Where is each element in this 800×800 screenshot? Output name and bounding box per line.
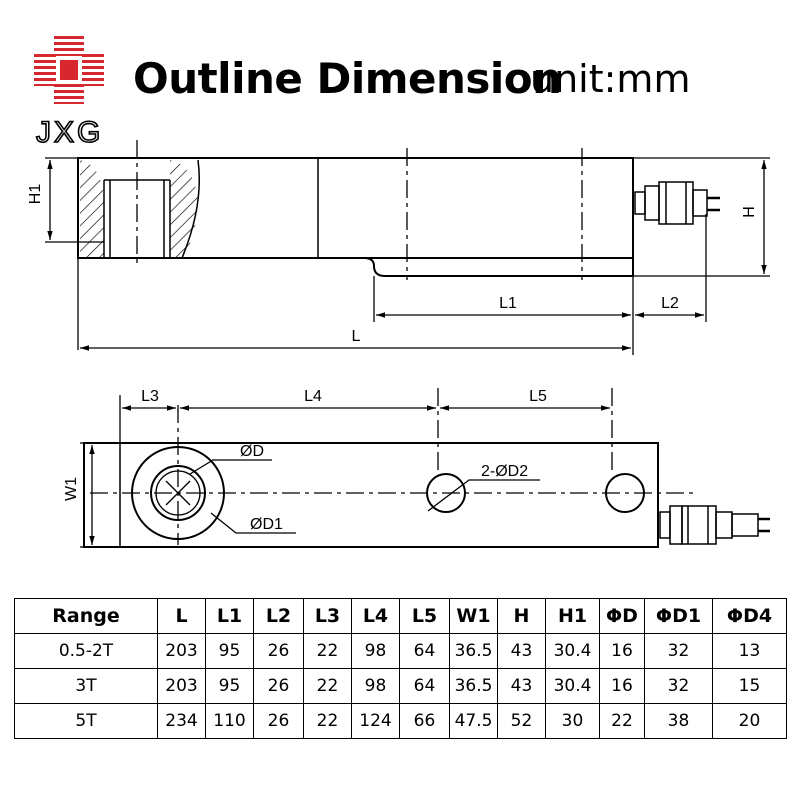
header-cell: Range [14,598,158,634]
header-cell: L1 [205,598,254,634]
label-d2: 2-ØD2 [481,463,528,480]
table-cell: 16 [599,668,645,704]
header-cell: W1 [449,598,498,634]
label-l5: L5 [529,388,547,405]
header-cell: L2 [253,598,304,634]
logo-text: JXG [36,116,103,146]
logo-mark [34,36,104,104]
table-cell: 13 [712,633,787,669]
table-cell: 64 [399,668,450,704]
table-cell: 32 [644,668,713,704]
table-cell: 0.5-2T [14,633,158,669]
side-view [45,140,770,355]
table-cell: 64 [399,633,450,669]
table-cell: 20 [712,703,787,739]
table-cell: 36.5 [449,668,498,704]
header-cell: L3 [303,598,352,634]
top-view-labels: L3 L4 L5 W1 ØD ØD1 2-ØD2 [63,388,547,533]
table-cell: 30.4 [545,633,600,669]
table-cell: 66 [399,703,450,739]
page-title: Outline Dimension [133,54,562,103]
label-d1: ØD1 [250,516,283,533]
hatch-left [80,160,104,258]
outline-drawing: H1 H L1 L2 L [27,140,770,548]
leader-d2 [427,479,540,512]
table-row: 5T 234 110 26 22 124 66 47.5 52 30 22 38… [14,703,787,739]
leader-d1 [210,512,296,534]
header-cell: H1 [545,598,600,634]
table-cell: 36.5 [449,633,498,669]
table-cell: 5T [14,703,158,739]
header-cell: L5 [399,598,450,634]
table-row: 0.5-2T 203 95 26 22 98 64 36.5 43 30.4 1… [14,633,787,669]
table-cell: 203 [157,633,206,669]
mount-curve [181,159,201,259]
leader-d [189,459,272,475]
table-cell: 47.5 [449,703,498,739]
table-cell: 30.4 [545,668,600,704]
header-cell: H [497,598,546,634]
label-h1: H1 [27,184,44,205]
table-cell: 22 [599,703,645,739]
label-l3: L3 [141,388,159,405]
label-l2: L2 [661,295,679,312]
table-cell: 26 [253,633,304,669]
table-cell: 98 [351,668,400,704]
table-cell: 30 [545,703,600,739]
table-cell: 43 [497,668,546,704]
label-l1: L1 [499,295,517,312]
label-l4: L4 [304,388,322,405]
table-cell: 15 [712,668,787,704]
label-l: L [352,328,361,345]
jxg-logo: JXG [34,36,104,146]
table-header-row: Range L L1 L2 L3 L4 L5 W1 H H1 ΦD ΦD1 ΦD… [14,598,787,634]
header-cell: ΦD4 [712,598,787,634]
unit-label: unit:mm [530,57,691,101]
table-cell: 32 [644,633,713,669]
table-cell: 26 [253,668,304,704]
label-w1: W1 [63,477,80,501]
table-cell: 234 [157,703,206,739]
table-row: 3T 203 95 26 22 98 64 36.5 43 30.4 16 32… [14,668,787,704]
table-cell: 43 [497,633,546,669]
table-cell: 98 [351,633,400,669]
label-h: H [741,206,758,218]
table-cell: 203 [157,668,206,704]
hole-d-inner [150,465,206,521]
table-cell: 26 [253,703,304,739]
side-view-labels: H1 H L1 L2 L [27,184,758,345]
side-connector [634,181,720,225]
table-cell: 22 [303,668,352,704]
header-cell: L [157,598,206,634]
table-cell: 95 [205,668,254,704]
table-cell: 38 [644,703,713,739]
header-cell: L4 [351,598,400,634]
table-cell: 95 [205,633,254,669]
table-cell: 52 [497,703,546,739]
dimension-table: Range L L1 L2 L3 L4 L5 W1 H H1 ΦD ΦD1 ΦD… [14,598,787,739]
table-cell: 3T [14,668,158,704]
header-cell: ΦD [599,598,645,634]
label-d: ØD [240,443,264,460]
table-cell: 16 [599,633,645,669]
header-cell: ΦD1 [644,598,713,634]
table-cell: 22 [303,703,352,739]
top-connector [659,505,770,545]
hatch-right [170,160,198,258]
table-cell: 124 [351,703,400,739]
table-cell: 22 [303,633,352,669]
top-view [80,388,770,548]
top-body-outline [83,442,659,548]
table-cell: 110 [205,703,254,739]
